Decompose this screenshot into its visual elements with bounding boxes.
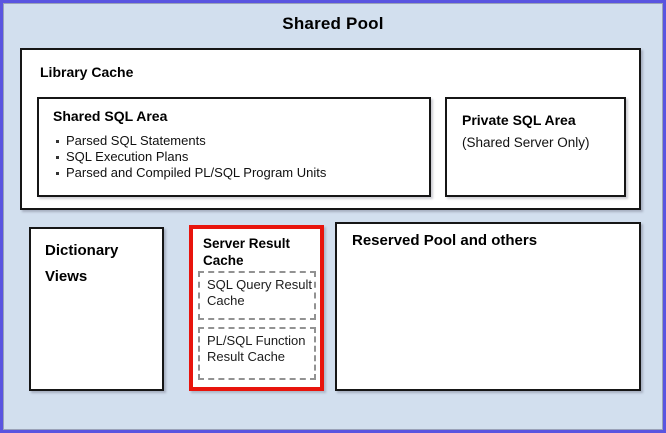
private-sql-area-title: Private SQL Area [462,112,576,128]
shared-sql-area-items: Parsed SQL Statements SQL Execution Plan… [53,133,326,181]
dictionary-views-box: Dictionary Views [29,227,164,391]
dictionary-views-label: Dictionary Views [45,242,119,285]
list-item: SQL Execution Plans [53,149,326,165]
list-item: Parsed and Compiled PL/SQL Program Units [53,165,326,181]
library-cache-label: Library Cache [40,64,134,80]
sql-query-result-cache-box: SQL Query Result Cache [198,271,316,320]
reserved-pool-label: Reserved Pool and others [352,232,538,249]
shared-sql-area-box: Shared SQL Area Parsed SQL Statements SQ… [37,97,431,197]
list-item: Parsed SQL Statements [53,133,326,149]
private-sql-area-subtitle: (Shared Server Only) [462,135,590,150]
server-result-cache-box: Server Result Cache SQL Query Result Cac… [189,225,324,391]
private-sql-area-box: Private SQL Area (Shared Server Only) [445,97,626,197]
library-cache-box: Library Cache Shared SQL Area Parsed SQL… [20,48,641,210]
plsql-function-result-cache-box: PL/SQL Function Result Cache [198,327,316,380]
shared-sql-area-title: Shared SQL Area [53,108,168,124]
shared-pool-title: Shared Pool [282,14,384,33]
server-result-cache-title: Server Result Cache [203,236,291,268]
reserved-pool-box: Reserved Pool and others [335,222,641,391]
